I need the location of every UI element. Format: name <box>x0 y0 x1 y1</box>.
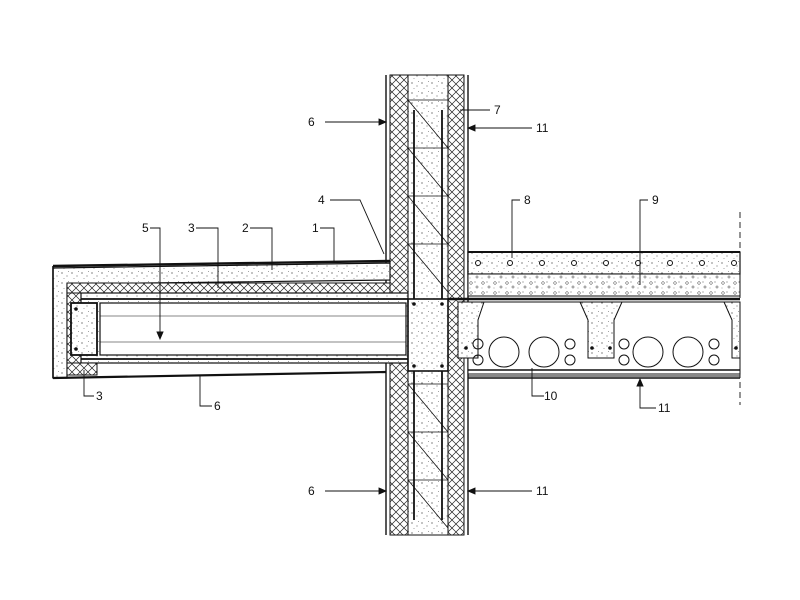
slab-insulation <box>66 282 391 294</box>
callout-1: 1 <box>312 221 319 235</box>
leader-lines <box>83 109 656 495</box>
callout-8: 8 <box>524 193 531 207</box>
callout-5: 5 <box>142 221 149 235</box>
callout-3-bottom: 3 <box>96 389 103 403</box>
callout-6-mid: 6 <box>214 399 221 413</box>
lightweight-fill <box>467 273 741 297</box>
callout-11-bottom: 11 <box>536 484 549 498</box>
callout-11-top: 11 <box>536 121 549 135</box>
balcony-slab <box>52 259 409 380</box>
callout-labels: 6 7 11 4 1 2 3 5 8 9 10 3 6 11 6 11 <box>96 103 671 498</box>
floor-slab <box>448 212 741 405</box>
callout-3-top: 3 <box>188 221 195 235</box>
callout-4: 4 <box>318 193 325 207</box>
callout-2: 2 <box>242 221 249 235</box>
callout-7: 7 <box>494 103 501 117</box>
slab-chamber <box>99 302 407 356</box>
callout-9: 9 <box>652 193 659 207</box>
ring-beam <box>407 298 449 372</box>
callout-11-mid: 11 <box>658 401 671 415</box>
callout-6-bottom: 6 <box>308 484 315 498</box>
callout-10: 10 <box>544 389 558 403</box>
callout-6-top: 6 <box>308 115 315 129</box>
